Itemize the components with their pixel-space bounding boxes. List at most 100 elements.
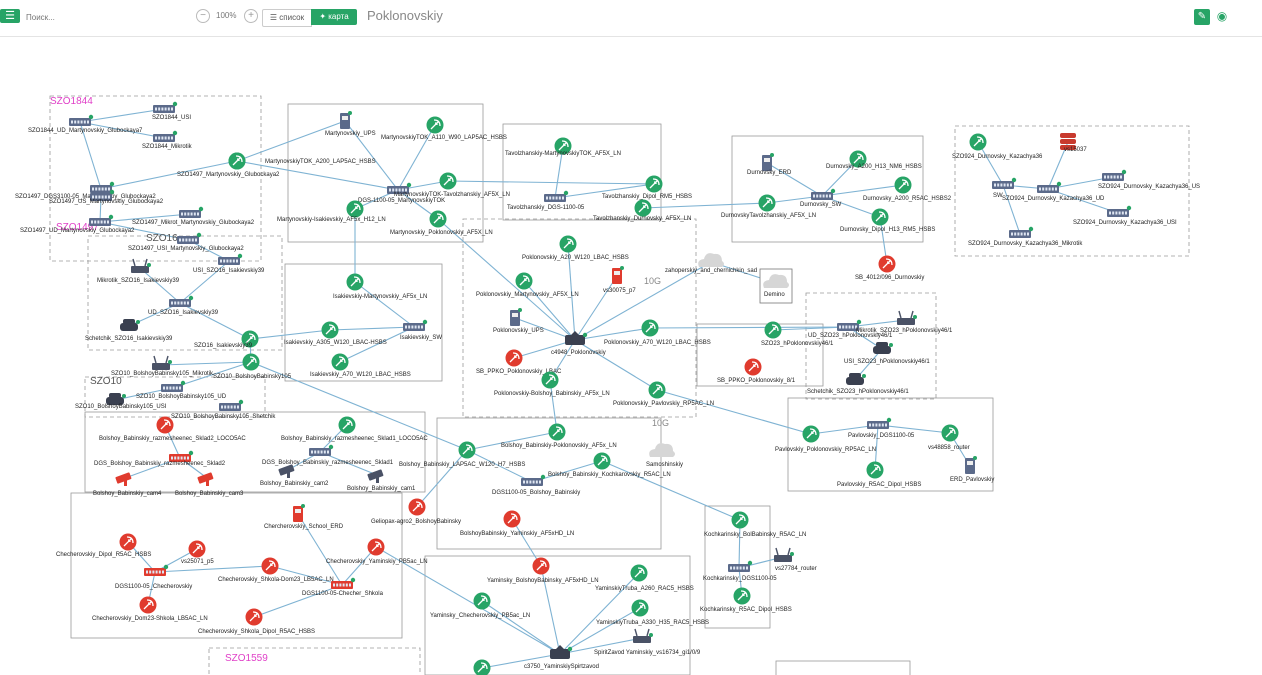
node-switch[interactable]: Isakievskiy_SW (400, 319, 442, 341)
node-camera[interactable]: Bolshoy_Babinskiy_cam3 (175, 472, 244, 497)
node-alarm[interactable]: Checherovskiy_Dipol_R5AC_HSBS (56, 533, 151, 559)
node-ups[interactable]: ERD_Pavlovskiy (950, 456, 994, 483)
node-wifi[interactable]: Tavolzhanskiy_Durnovsky_AF5X_LN (593, 199, 691, 223)
node-wifi[interactable]: Bolshoy_Babinskiy_Kochkarovskiy_R5AC_LN (548, 452, 671, 479)
node-meter[interactable]: SZO10_BolshoyBabinsky105_USI (75, 393, 167, 410)
node-switch[interactable]: SW (992, 177, 1017, 199)
node-wifi[interactable]: Pavlovskiy_Poklonovskiy_RP5AC_LN (775, 425, 876, 454)
node-switch[interactable]: Pavlovskiy_DGS1100-05 (848, 417, 915, 439)
node-switch[interactable]: SZO1497_USI_Martynovskiy_Glubockaya2 (128, 232, 244, 252)
node-ups[interactable]: Martynovskiy_UPS (325, 111, 376, 137)
node-server[interactable]: vs15037 (1060, 133, 1087, 153)
node-router[interactable]: Mikrotik_SZO16_Isakievskiy39 (97, 258, 180, 284)
node-switch[interactable]: UD_SZO23_hPoklonovskiy46/1 (808, 319, 893, 339)
node-wifi[interactable]: Poklonovskiy_A20_W120_LBAC_HSBS (522, 235, 629, 262)
node-switch[interactable]: SZO924_Durnovsky_Kazachya36_US (1098, 169, 1200, 190)
node-switch[interactable]: Kochkarinsky_DGS1100-05 (703, 560, 777, 582)
view-list-button[interactable]: ☰ список (262, 9, 312, 27)
node-wifi[interactable]: SZO10_BolshoyBabinsky105 (213, 353, 292, 381)
node-wifi[interactable]: SZO1497_Martynovskiy_Glubockaya2 (177, 152, 280, 179)
node-router[interactable]: Mikrotik_SZO23_hPoklonovskiy46/1 (856, 310, 953, 334)
node-switch[interactable]: SZO1844_UD_Martynovskiy_Glubockaya7 (28, 114, 143, 134)
target-icon[interactable]: ◉ (1216, 9, 1228, 23)
node-ups[interactable]: Poklonovskiy_UPS (493, 308, 544, 334)
node-wifi[interactable]: SZO23_hPoklonovskiy46/1 (761, 321, 834, 348)
node-wifi[interactable]: Tavolzhanskiy_Dipol_RM5_HSBS (602, 175, 692, 201)
node-switch[interactable]: DGS-1100-05_MartynovskiyTOK (358, 182, 445, 204)
node-wifi[interactable]: Bolshoy_Babinskiy_razmesheenec_Sklad1_LO… (281, 416, 428, 443)
node-meter[interactable]: USI_SZO23_hPoklonovskiy46/1 (844, 342, 930, 365)
node-camera-dark[interactable]: Bolshoy_Babinskiy_cam2 (260, 464, 329, 487)
node-meter[interactable]: Schetchik_SZO16_Isakievskiy39 (85, 319, 173, 342)
node-ups-red[interactable]: Chercherovskiy_School_ERD (264, 504, 344, 530)
node-switch-red[interactable]: DGS1100-05-Checher_Shkola (302, 577, 384, 597)
node-wifi[interactable]: SZO924_Durnovsky_Kazachya36 (952, 133, 1043, 161)
node-router[interactable]: SZO10_BolshoyBabinsky105_Mikrotik (111, 355, 214, 377)
node-alarm[interactable]: Checherovskiy_Shkola_Dipol_R5AC_HSBS (198, 608, 315, 636)
node-switch[interactable]: SZO1844_USI (152, 101, 191, 121)
node-wifi[interactable]: Poklonovskiy_Martynovskiy_AF5X_LN (476, 272, 579, 299)
node-switch[interactable]: DGS_Bolshoy_Babinskiy_razmesheenec_Sklad… (262, 444, 394, 466)
node-wifi[interactable]: MartynovskiyTOK-Tavolzhanskiy_AF5X_LN (394, 172, 510, 199)
node-alarm[interactable]: Checherovskiy_Dom23-Shkola_LB5AC_LN (92, 596, 208, 623)
network-map[interactable]: SZO1844 SZO1497 SZO16 SZO10 SZO1559 10G … (0, 37, 1262, 675)
node-cloud[interactable]: Samoshinskiy (646, 443, 683, 468)
menu-icon[interactable]: ☰ (0, 9, 20, 23)
node-core[interactable]: c4948_Poklonovskiy (551, 331, 606, 356)
zoom-in-icon[interactable]: + (244, 9, 258, 23)
node-cloud[interactable]: zahoperskiy_and_chernichkin_sad (665, 253, 757, 274)
node-wifi[interactable]: Bolshoy_Babinskiy_LAP5AC_W120_H7_HSBS (399, 441, 525, 469)
node-ups[interactable]: Durnovsky_ERD (747, 153, 792, 176)
node-wifi[interactable]: Isakievskiy-Martynovskiy_AF5x_LN (333, 273, 427, 301)
node-switch[interactable]: USI_SZO16_Isakievskiy39 (193, 253, 265, 274)
node-wifi[interactable]: SZO16_Isakievskiy39 (194, 330, 259, 350)
node-alarm[interactable]: Yaminsky_BolshoyBabinsky_AF5xHD_LN (487, 557, 599, 585)
node-wifi[interactable]: DurnovskyTavolzhanskiy_AF5X_LN (721, 194, 816, 220)
node-wifi[interactable]: vs48858_router (928, 424, 970, 452)
node-switch[interactable]: SZO1497_US_Martynovskiy_Glubockaya2 (49, 189, 164, 205)
node-wifi[interactable]: Bolshoy_Babinskiy-Poklonovskiy_AF5x_LN (501, 423, 617, 450)
node-wifi[interactable]: Yaminsky_Checherovskiy_PB5ac_LN (430, 592, 530, 620)
node-wifi[interactable]: Martynovskiy_Poklonovskiy_AF5X_LN (390, 210, 493, 237)
node-wifi[interactable]: YaminskiyTruba_A330_H35_RAC5_HSBS (596, 599, 709, 627)
node-wifi[interactable]: Kochkarinsky_BolBabinsky_R5AC_LN (704, 511, 806, 539)
node-wifi[interactable]: Poklonovskiy_A70_W120_LBAC_HSBS (604, 319, 711, 347)
node-wifi[interactable]: Isakievskiy_A70_W120_LBAC_HSBS (310, 353, 411, 379)
node-alarm[interactable]: SB_PPKO_Poklonovskiy_LBAC (476, 349, 562, 376)
node-core[interactable]: c3750_YaminskiySpirtzavod (524, 645, 599, 670)
node-meter[interactable]: Schetchik_SZO23_hPoklonovskiy46/1 (807, 373, 909, 395)
node-wifi[interactable]: Isakievskiy_A305_W120_LBAC-HSBS (284, 321, 387, 347)
node-camera-dark[interactable]: Bolshoy_Babinskiy_cam1 (347, 469, 416, 492)
pencil-icon[interactable]: ✎ (1194, 9, 1210, 25)
zoom-out-icon[interactable]: − (196, 9, 210, 23)
node-switch[interactable]: Durnovsky_SW (800, 188, 842, 208)
node-router[interactable]: SpiritZavod Yaminskiy_vs16734_gi1/0/9 (594, 628, 701, 656)
node-alarm[interactable]: BolshoyBabinskiy_Yaminskiy_AF5xHD_LN (460, 510, 574, 538)
node-alarm[interactable]: SB_PPKO_Poklonovskiy_8/1 (717, 358, 796, 385)
view-map-button[interactable]: ✦ карта (311, 9, 357, 25)
search-input[interactable] (24, 8, 178, 26)
node-wifi[interactable]: Durnovsky_Dipol_H13_RM5_HSBS (840, 208, 935, 234)
node-switch[interactable]: SZO1497_Mikrot_Martynovskiy_Glubockaya2 (132, 206, 255, 226)
node-wifi[interactable]: Tavolzhanskiy-MartynovskiyTOK_AF5X_LN (505, 137, 621, 158)
node-switch-red[interactable]: DGS1100-05_Checherovskiy (115, 564, 192, 590)
node-switch[interactable]: UD_SZO16_Isakievskiy39 (148, 295, 219, 316)
node-switch[interactable]: SZO1497_DGS3100-05_Martynovskiy_Glubocka… (15, 181, 156, 200)
node-wifi[interactable]: Durnovsky_A200_R5AC_HSBS2 (863, 176, 952, 203)
node-wifi[interactable]: Durnovsky_A200_H13_NM6_HSBS (826, 150, 922, 171)
node-router[interactable]: vs27784_router (774, 547, 817, 572)
node-wifi[interactable]: YaminskiyTruba_A260_RAC5_HSBS (595, 564, 694, 593)
node-switch[interactable]: SZO1497_UD_Martynovskiy_Glubockaya2 (20, 214, 135, 234)
node-switch[interactable]: SZO10_BolshoyBabinsky105_UD (136, 380, 227, 400)
node-cloud[interactable]: Demino (759, 268, 793, 304)
node-switch[interactable]: SZO1844_Mikrotik (142, 130, 193, 150)
node-wifi[interactable]: Martynovskiy-Isakievskiy_AF5x_H12_LN (277, 200, 386, 224)
node-switch[interactable]: DGS1100-05_Bolshoy_Babinskiy (492, 474, 580, 496)
node-switch-red[interactable]: DGS_Bolshoy_Babinskiy_razmesheenec_Sklad… (94, 450, 226, 467)
node-switch[interactable]: SZO10_BolshoyBabinsky105_Shetchik (171, 399, 276, 420)
node-switch[interactable]: SZO924_Durnovsky_Kazachya36_Mikrotik (968, 226, 1083, 247)
node-wifi[interactable]: MartynovskiyTOK_A110_W90_LAP5AC_HSBS (381, 116, 507, 142)
node-ups-red[interactable]: vs30075_p7 (603, 266, 636, 294)
node-alarm[interactable]: Checherovskiy_Shkola-Dom23_LB5AC_LN (218, 557, 334, 584)
node-alarm[interactable]: vs25071_p5 (181, 540, 214, 566)
